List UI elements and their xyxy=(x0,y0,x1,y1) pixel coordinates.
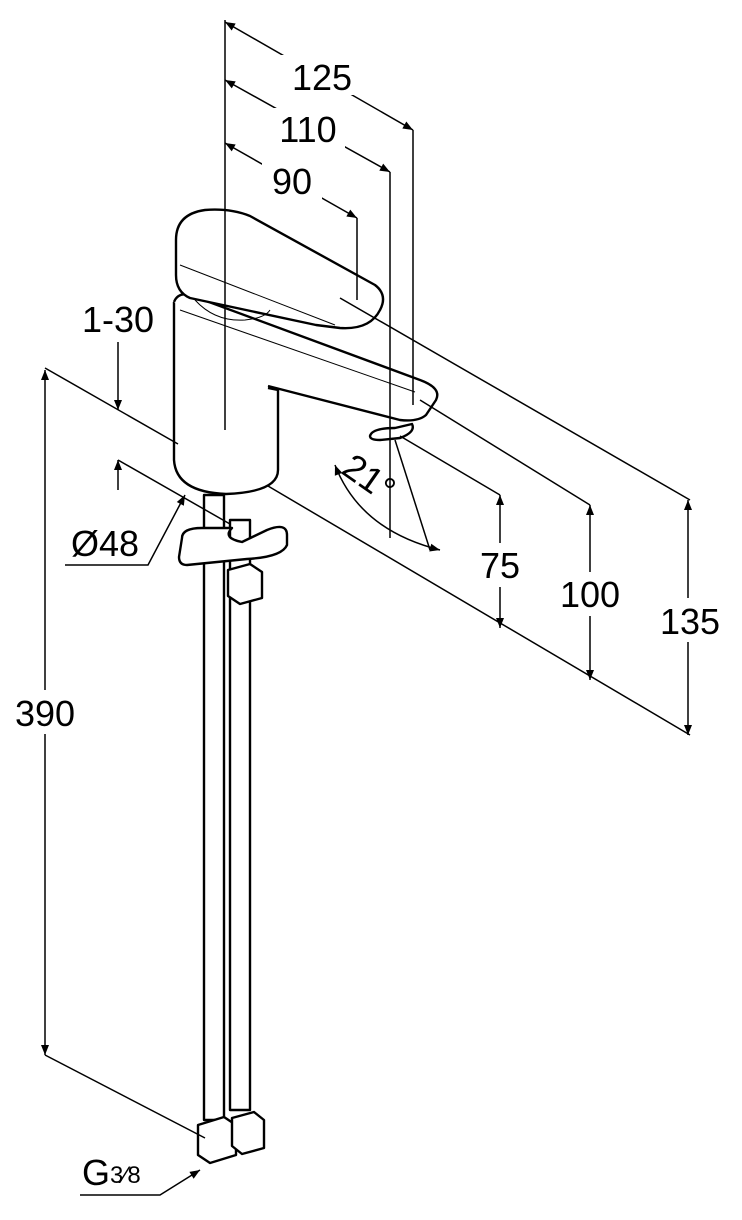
label-angle: 21° xyxy=(335,445,403,510)
label-90: 90 xyxy=(272,161,312,202)
label-110: 110 xyxy=(279,109,336,150)
fixing-nut xyxy=(226,562,264,606)
aerator xyxy=(368,422,414,442)
leader-thread xyxy=(80,1169,201,1196)
label-135: 135 xyxy=(660,601,720,642)
hose-nut-right xyxy=(230,1110,266,1156)
supply-hoses xyxy=(196,493,266,1165)
label-125: 125 xyxy=(292,57,352,98)
hose-nut-left xyxy=(196,1115,238,1165)
faucet-body xyxy=(172,208,439,496)
label-hole-diameter: Ø48 xyxy=(71,523,139,564)
angle-arc-21 xyxy=(334,464,441,552)
label-100: 100 xyxy=(560,574,620,615)
label-390: 390 xyxy=(15,693,75,734)
label-deck-thickness: 1-30 xyxy=(82,299,154,340)
label-thread: G3⁄8 xyxy=(82,1152,141,1193)
leader-hole-diameter xyxy=(65,494,186,566)
label-75: 75 xyxy=(480,545,520,586)
fixing-plate xyxy=(177,525,289,567)
lever-handle xyxy=(174,208,385,330)
